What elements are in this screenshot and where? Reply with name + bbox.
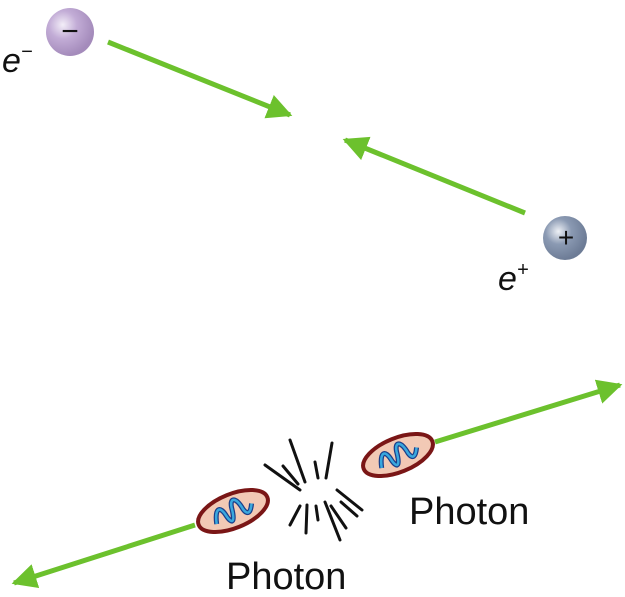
electron-label: e− (2, 41, 33, 80)
positron-sign: + (558, 222, 574, 253)
electron-velocity-arrow (107, 39, 293, 119)
photon-left-arrow (11, 522, 196, 589)
positron-sphere (543, 216, 587, 260)
photon-right-arrow (434, 379, 623, 445)
positron: + e+ (498, 216, 587, 298)
photon-right (361, 432, 435, 478)
electron-sphere (46, 8, 94, 56)
electron-sign: − (61, 15, 79, 48)
wave-icon (379, 442, 418, 469)
photon-label-left: Photon (226, 556, 346, 597)
electron: − e− (2, 8, 94, 80)
positron-velocity-arrow (342, 136, 526, 216)
positron-label: e+ (498, 259, 529, 298)
photon-label-right: Photon (409, 491, 529, 533)
photon-left (196, 488, 270, 534)
annihilation-burst-icon (263, 438, 364, 542)
wave-icon (214, 498, 253, 525)
